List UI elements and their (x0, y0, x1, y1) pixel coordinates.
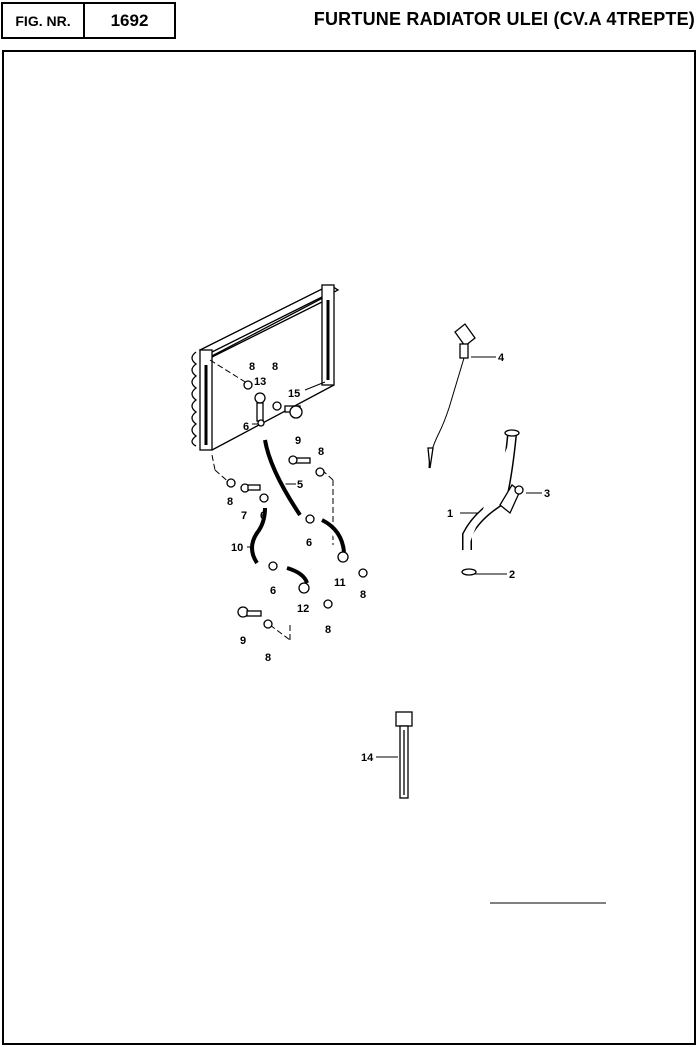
figure-label: FIG. NR. (3, 4, 85, 37)
dipstick (427, 323, 476, 469)
callout-11: 11 (334, 577, 346, 589)
callout-6: 6 (270, 585, 276, 597)
callout-8: 8 (227, 496, 233, 508)
diagram-frame (2, 50, 696, 1045)
figure-number-box: FIG. NR. 1692 (1, 2, 176, 39)
callout-8: 8 (265, 652, 271, 664)
page-title: FURTUNE RADIATOR ULEI (CV.A 4TREPTE) (313, 9, 695, 29)
callout-7: 7 (241, 510, 247, 522)
oil-radiator (191, 284, 340, 451)
cable-tie (395, 711, 413, 799)
callout-6: 6 (260, 510, 266, 522)
dipstick-tube (461, 429, 524, 576)
callout-10: 10 (231, 542, 243, 554)
callout-8: 8 (325, 624, 331, 636)
callout-6: 6 (243, 421, 249, 433)
callout-8: 8 (249, 361, 255, 373)
callout-8: 8 (360, 589, 366, 601)
callout-labels: 8 13 8 15 6 9 8 5 8 7 6 10 6 11 8 6 12 8… (227, 352, 550, 764)
callout-3: 3 (544, 488, 550, 500)
callout-9: 9 (240, 635, 246, 647)
callout-6: 6 (306, 537, 312, 549)
callout-9: 9 (295, 435, 301, 447)
callout-15: 15 (288, 388, 300, 400)
callout-14: 14 (361, 752, 374, 764)
callout-1: 1 (447, 508, 453, 520)
callout-4: 4 (498, 352, 505, 364)
fittings (226, 380, 368, 629)
callout-8: 8 (272, 361, 278, 373)
callout-12: 12 (297, 603, 309, 615)
callout-13: 13 (254, 376, 266, 388)
callout-8: 8 (318, 446, 324, 458)
callout-5: 5 (297, 479, 303, 491)
callout-2: 2 (509, 569, 515, 581)
figure-number: 1692 (110, 10, 149, 30)
